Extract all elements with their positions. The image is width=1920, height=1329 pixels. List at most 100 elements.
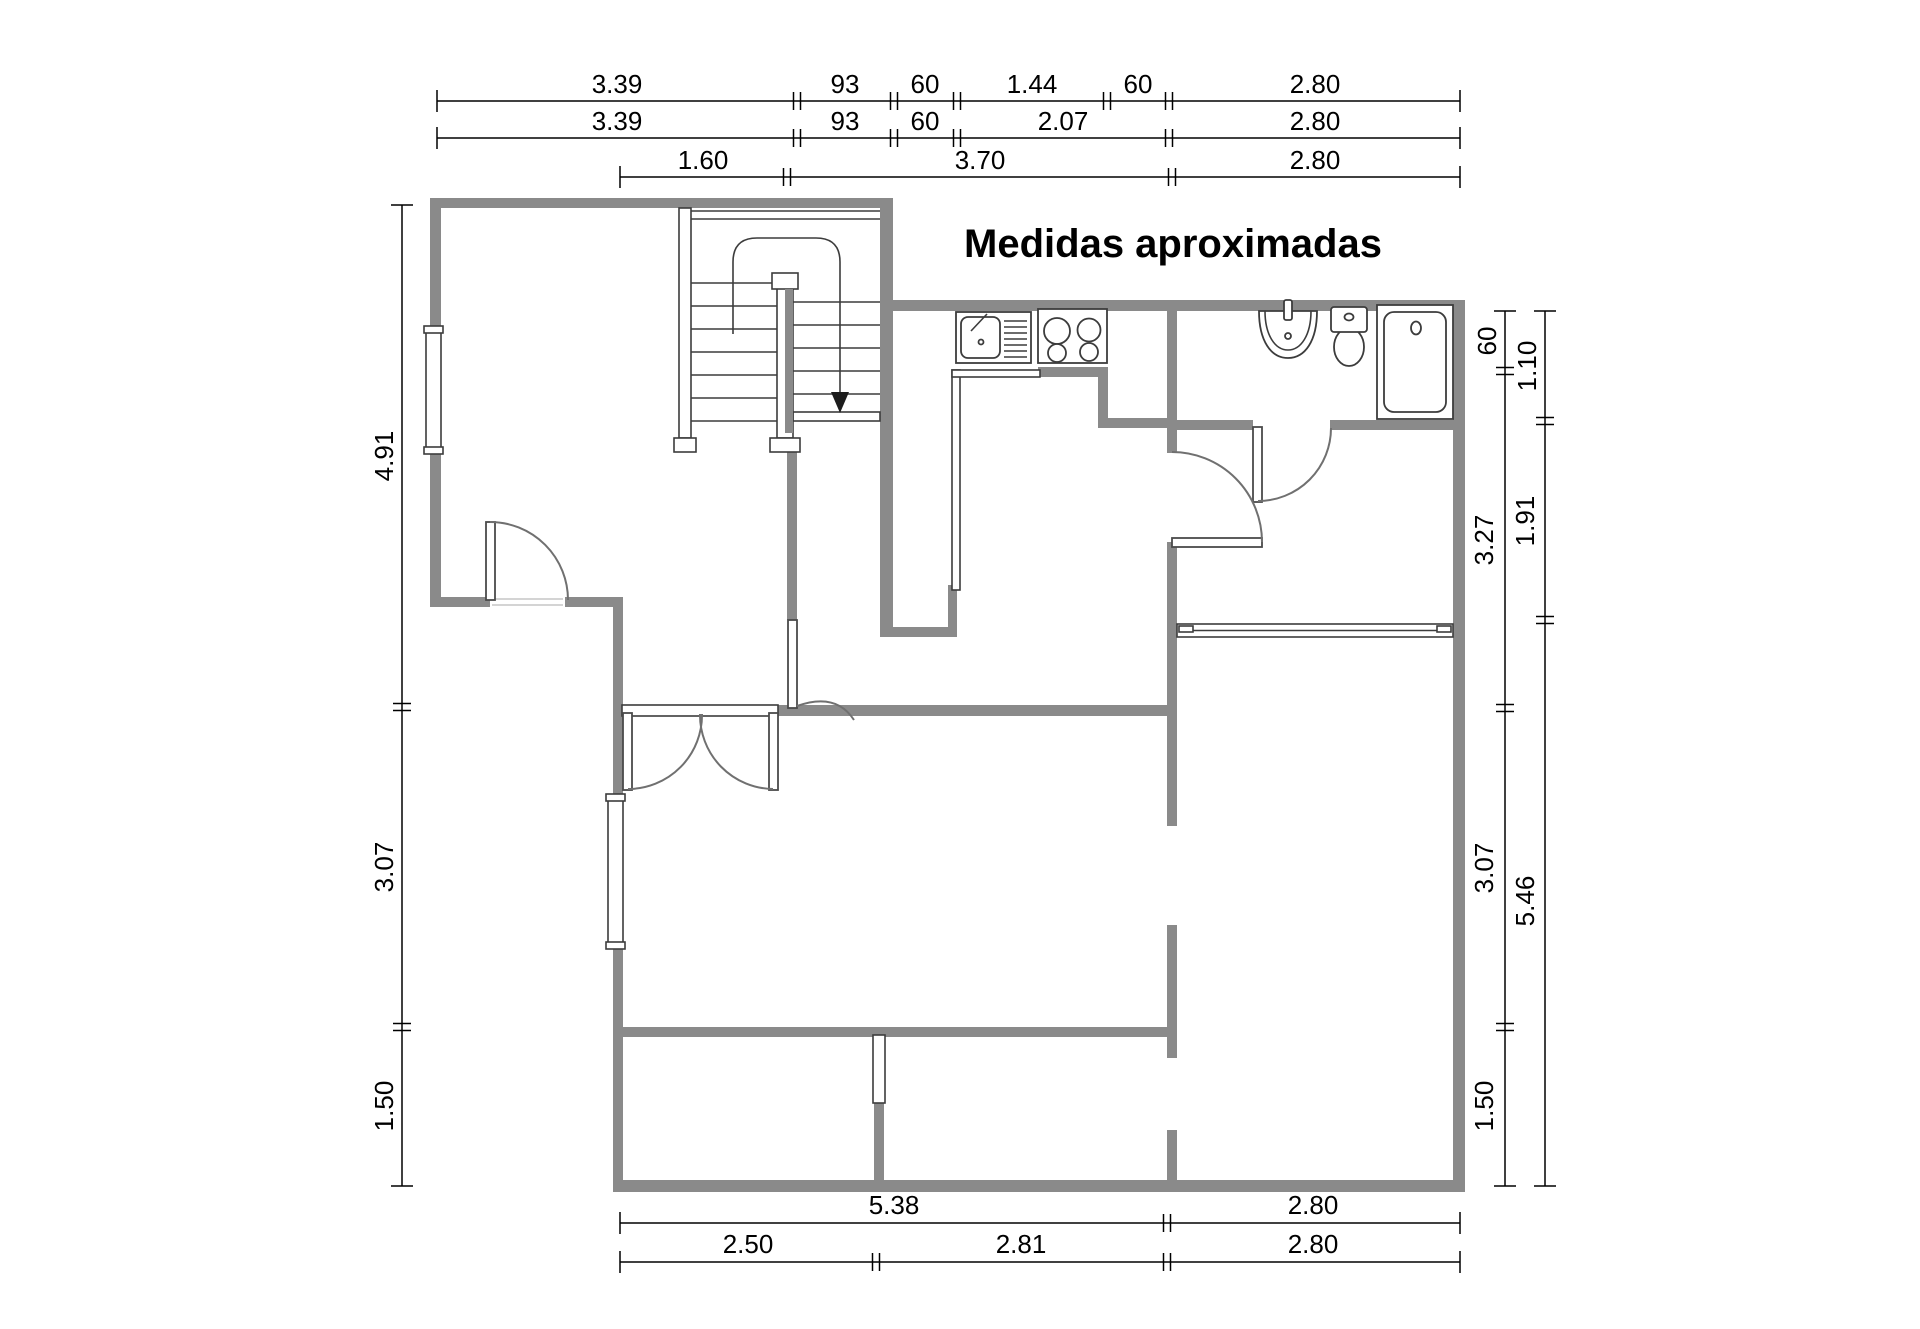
door-hall-strip (787, 619, 855, 721)
tick-double (792, 92, 1174, 110)
tick-double (1162, 1214, 1172, 1232)
dim-label: 93 (831, 106, 860, 136)
door-living-room (485, 521, 569, 606)
dim-label: 3.07 (369, 842, 399, 893)
dim-label: 60 (1472, 327, 1502, 356)
door-swing-arc (796, 700, 855, 721)
stair-rail-foot (769, 437, 801, 453)
dim-label: 2.80 (1288, 1190, 1339, 1220)
wall-pantry-bottom (883, 627, 957, 637)
window-mid-cap-top (605, 793, 626, 802)
door-swing-arc (1257, 427, 1332, 502)
dim-label: 60 (1124, 69, 1153, 99)
toilet-icon (1330, 306, 1368, 367)
double-door-arc-right (698, 713, 774, 790)
dim-label: 93 (831, 69, 860, 99)
tick-double (1496, 366, 1514, 1032)
window-left-cap-top (423, 325, 444, 334)
wall-hall-south (778, 705, 1172, 716)
wall-bath-bottom-right (1330, 420, 1465, 430)
dim-label: 2.80 (1290, 145, 1341, 175)
dim-label: 5.46 (1510, 876, 1540, 927)
bathtub-icon (1376, 304, 1454, 420)
dim-label: 2.50 (723, 1229, 774, 1259)
window-band-cap-left (1178, 625, 1194, 633)
windows-and-partitions (423, 325, 1454, 1104)
window-mid-cap-bottom (605, 941, 626, 950)
dim-label: 2.80 (1290, 106, 1341, 136)
dim-label: 1.91 (1510, 496, 1540, 547)
wall-right (1453, 300, 1465, 1192)
door-bathroom (1252, 426, 1332, 503)
stair-arrow-head-icon (831, 392, 849, 413)
stair-treads-left (691, 282, 777, 422)
double-door-leaf-right (768, 712, 779, 791)
dim-label: 2.81 (996, 1229, 1047, 1259)
dim-label: 3.39 (592, 69, 643, 99)
dim-label: 1.60 (678, 145, 729, 175)
door-leaf (1252, 426, 1263, 503)
dim-label: 1.10 (1512, 341, 1542, 392)
bottom-divider-opening (872, 1034, 886, 1104)
wall-kitchen-step-v (1098, 367, 1108, 423)
door-swing-arc (1171, 451, 1263, 543)
staircase-icon (673, 207, 881, 453)
tick-double (871, 1253, 1172, 1271)
dimension-lines (391, 90, 1556, 1273)
dimension-labels: Medidas aproximadas 3.39 93 60 1.44 60 2… (369, 69, 1542, 1259)
wall-kitchen-step-h (1098, 418, 1172, 428)
wall-stair-rail-lower (787, 440, 797, 620)
double-door-leaf-left (622, 712, 633, 791)
dim-label: 2.07 (1038, 106, 1089, 136)
tick-double (792, 129, 1174, 147)
wall-divider-2 (1167, 542, 1177, 826)
bathroom-fixtures (1258, 299, 1454, 420)
stair-wall-west (678, 207, 692, 439)
wall-bottom-divider-a (874, 1027, 884, 1035)
doors (485, 426, 1332, 791)
window-left-cap-bottom (423, 446, 444, 455)
stair-wall-west-foot (673, 437, 697, 453)
dim-label: 2.80 (1288, 1229, 1339, 1259)
bathroom-sink-icon (1258, 299, 1318, 359)
wall-kitchen-top (893, 300, 1465, 311)
wall-kitchen-west-lower (948, 585, 957, 637)
tick-double (782, 168, 1177, 186)
dim-label: 2.80 (1290, 69, 1341, 99)
door-leaf (485, 521, 496, 601)
dim-label: 3.07 (1469, 843, 1499, 894)
wall-bath-bottom-left (1167, 420, 1253, 430)
wall-stair-east (880, 198, 893, 637)
drainboard-lines (1004, 320, 1027, 358)
stair-direction-arrow (732, 237, 841, 394)
kitchen-counter-edge-v (951, 369, 961, 591)
double-door (622, 712, 779, 791)
wall-bottom-divider-b (874, 1103, 884, 1186)
kitchen-counter-edge-h (951, 369, 1041, 378)
stair-landing-wall (792, 411, 881, 422)
dim-label: 3.39 (592, 106, 643, 136)
door-leaf (787, 619, 798, 709)
wall-livingroom-south-b (565, 597, 623, 607)
stair-rail-cap (771, 272, 799, 290)
dim-label: 60 (911, 106, 940, 136)
tick-double (393, 702, 411, 1032)
wall-interior-bottom (613, 1027, 1172, 1037)
dim-label: 60 (911, 69, 940, 99)
wall-divider-3 (1167, 925, 1177, 1058)
page-title: Medidas aproximadas (964, 222, 1382, 266)
double-door-arc-left (627, 713, 704, 790)
window-mid-icon (607, 796, 624, 948)
stair-rail-fill (785, 289, 793, 433)
door-swing-arc (489, 521, 569, 601)
window-band-cap-right (1436, 625, 1452, 633)
stair-treads-right (793, 301, 880, 395)
dim-label: 5.38 (869, 1190, 920, 1220)
wall-divider-1 (1167, 300, 1177, 453)
dim-label: 3.27 (1469, 515, 1499, 566)
wall-divider-4 (1167, 1130, 1177, 1192)
dim-label: 3.70 (955, 145, 1006, 175)
door-hallway-entry (1171, 451, 1263, 548)
